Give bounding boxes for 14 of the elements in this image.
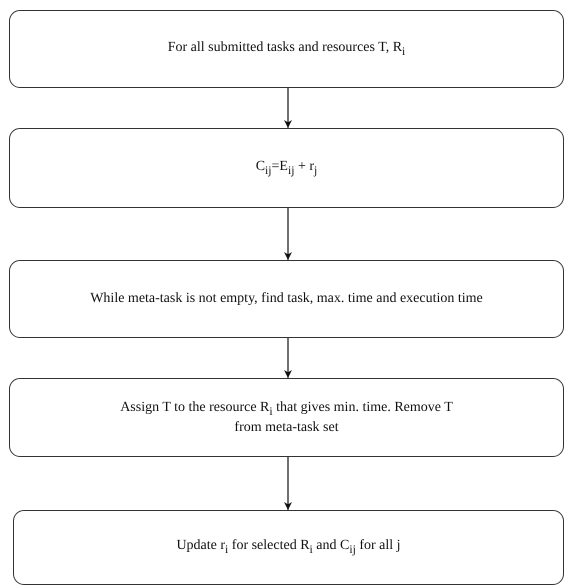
step-text: Update r$_{i}$ for selected R$_{i}$ and C$_{ij}$ for all j [175, 537, 402, 558]
process-box [13, 510, 564, 585]
process-box [9, 260, 564, 338]
step-text: For all submitted tasks and resources T, R$_{i}$ [166, 38, 406, 60]
step-text: While meta-task is not empty, find task, max. time and execution time [89, 290, 484, 308]
process-box [9, 128, 564, 208]
arrow [284, 88, 292, 128]
arrow [284, 208, 292, 260]
process-box [9, 10, 564, 88]
step-text: Assign T to the resource R$_{i}$ that gives min. time. Remove T from meta-task set [119, 398, 454, 436]
arrow [284, 457, 292, 510]
process-box [9, 378, 564, 457]
arrow [284, 338, 292, 378]
step-text: C$_{ij}$=E$_{ij}$ + r$_{j}$ [254, 158, 318, 178]
